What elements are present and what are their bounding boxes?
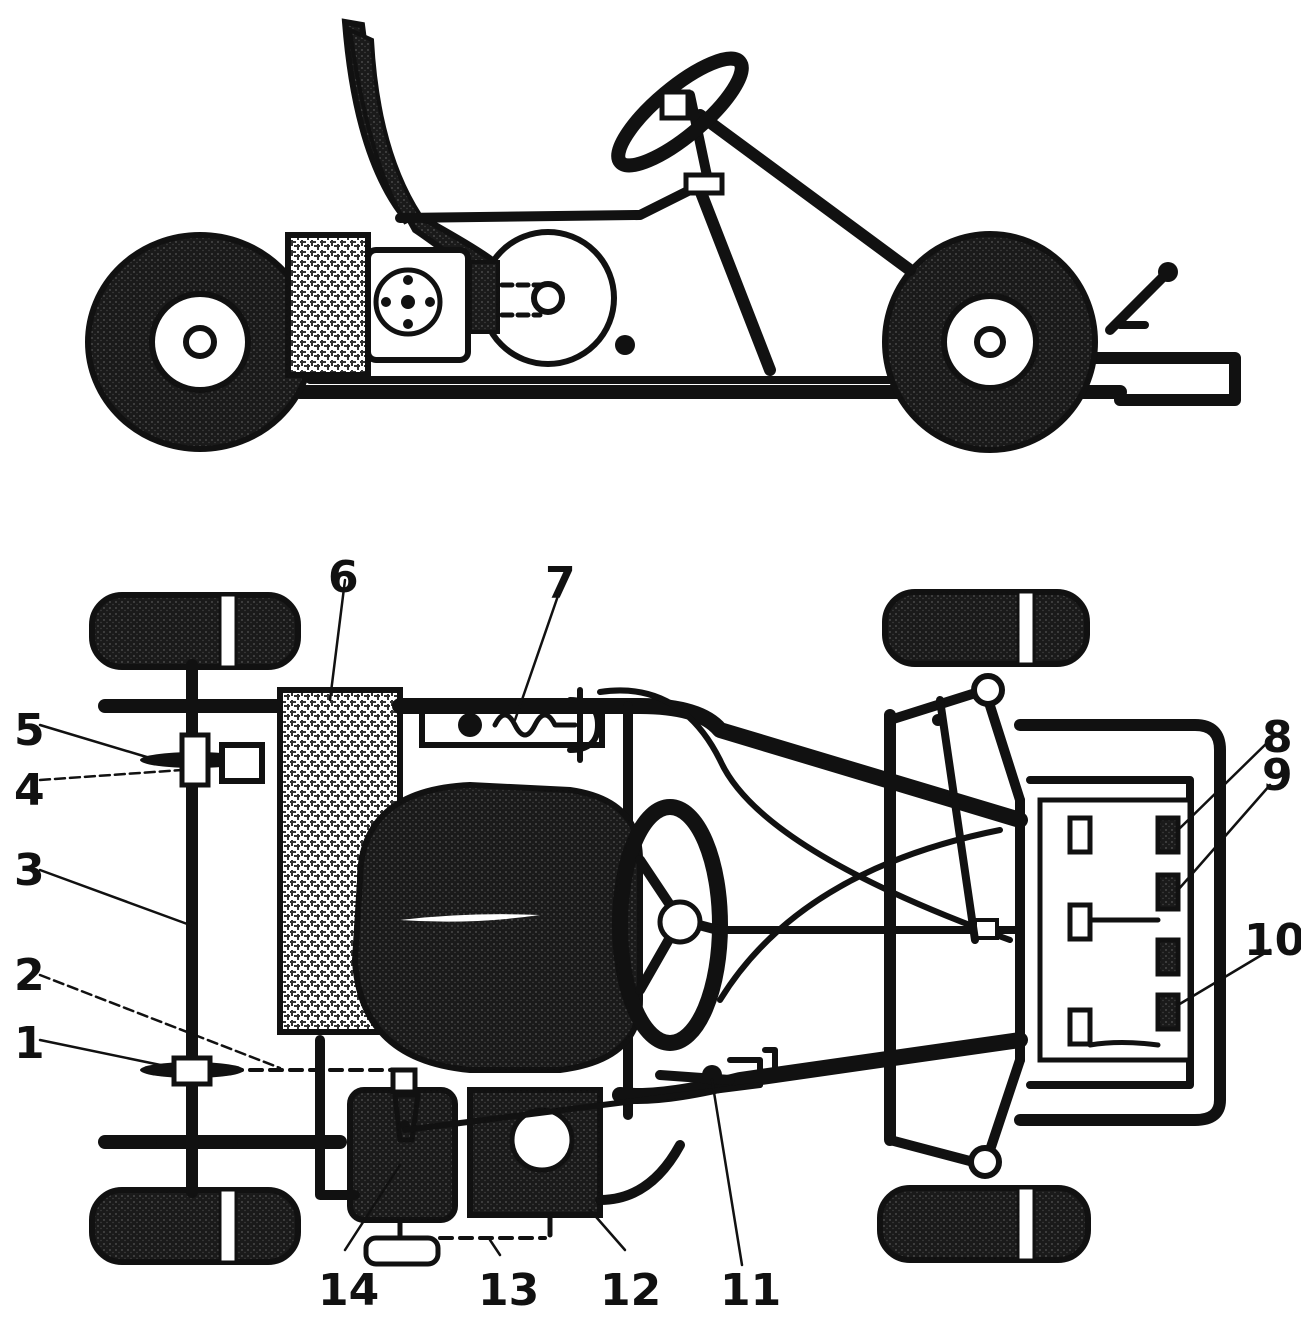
top-front-right-wheel <box>877 1185 1091 1263</box>
top-clutch-pedal-right <box>1155 992 1181 1032</box>
side-front-strut <box>694 109 916 276</box>
side-front-wheel <box>882 231 1098 453</box>
callout-labels: 1 2 3 4 5 6 7 8 9 10 11 12 13 14 <box>14 552 1301 1316</box>
top-rear-left-wheel <box>89 592 301 670</box>
top-seat <box>351 781 643 1073</box>
side-steering-column <box>694 184 776 376</box>
callout-7: 7 <box>545 558 576 609</box>
top-frame-rail-left <box>392 698 1028 828</box>
callout-6: 6 <box>328 552 359 603</box>
top-front-bumper <box>1014 719 1226 1126</box>
side-upper-frame-bar <box>395 185 695 223</box>
callout-3: 3 <box>14 845 45 896</box>
callout-4: 4 <box>14 765 45 816</box>
top-tie-rod <box>936 696 979 944</box>
side-view <box>85 18 1241 453</box>
top-kingpin-upper <box>971 673 1005 707</box>
top-brake-pedal-right <box>1155 815 1181 855</box>
top-kingpin-lower <box>968 1145 1002 1179</box>
leader-lines <box>38 578 1272 1267</box>
callout-8: 8 <box>1262 712 1293 763</box>
callout-1: 1 <box>14 1018 45 1069</box>
callout-9: 9 <box>1262 750 1293 801</box>
top-steering-wheel <box>612 799 728 1051</box>
callout-5: 5 <box>14 705 45 756</box>
callout-10: 10 <box>1244 915 1301 966</box>
top-fuel-cap <box>363 1235 441 1267</box>
top-front-left-wheel <box>882 589 1090 667</box>
top-accelerator-pedal-right <box>1155 872 1181 912</box>
callout-14: 14 <box>318 1265 379 1316</box>
side-rear-wheel <box>85 232 315 452</box>
top-brake-caliper <box>219 742 265 784</box>
callout-11: 11 <box>720 1265 781 1316</box>
top-fuel-tank <box>347 1087 458 1223</box>
callout-2: 2 <box>14 950 45 1001</box>
top-view <box>89 589 1226 1267</box>
top-rear-right-wheel <box>89 1187 301 1265</box>
top-brake-pedal <box>1067 815 1093 855</box>
top-accelerator-pedal <box>1067 902 1093 942</box>
top-clutch-pedal <box>1067 1007 1093 1047</box>
callout-13: 13 <box>478 1265 539 1316</box>
side-pedal-lever <box>1105 270 1170 335</box>
callout-12: 12 <box>600 1265 661 1316</box>
side-battery-box <box>285 232 371 378</box>
side-chassis-front-rail <box>994 352 1241 406</box>
